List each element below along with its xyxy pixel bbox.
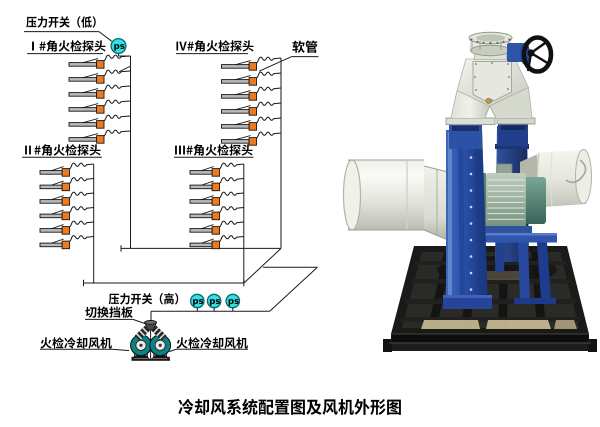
label-pressure-switch-low: 压力开关（低）	[26, 16, 106, 30]
label-switch-damper: 切换挡板	[85, 306, 133, 320]
label-probe-group-1: Ⅰ#角火检探头	[27, 40, 103, 54]
fan-inlet-boxes	[445, 117, 536, 149]
label-probe-group-4: Ⅳ#角火检探头	[175, 40, 254, 54]
cooling-fans-symbol	[130, 320, 172, 361]
probe-group-2	[39, 162, 95, 250]
pressure-sensor-label-4: ps	[228, 296, 239, 306]
label-leader-lines	[22, 31, 319, 353]
probe-group-3	[189, 162, 245, 250]
label-pressure-switch-high: 压力开关（高）	[109, 292, 189, 306]
probe-group-1	[68, 54, 131, 144]
label-probe-group-2: Ⅱ#角火检探头	[22, 144, 102, 158]
pressure-sensor-low	[110, 37, 127, 55]
wye-inlet-splitter	[450, 31, 554, 119]
pressure-sensor-high-3	[225, 293, 241, 309]
fan-casing-front	[443, 130, 492, 309]
pressure-sensor-label-1: ps	[114, 41, 125, 51]
valve-handwheel	[507, 35, 554, 74]
pressure-sensor-label-2: ps	[192, 296, 203, 306]
pressure-sensor-high-2	[206, 293, 222, 309]
probe-group-4	[221, 56, 282, 146]
label-probe-group-3: Ⅲ#角火检探头	[174, 144, 254, 158]
label-flame-cooling-fan-left: 火检冷却风机	[40, 337, 112, 351]
pressure-sensor-label-3: ps	[209, 296, 220, 306]
motor-support-frame	[479, 233, 557, 304]
schematic-diagram	[22, 31, 319, 361]
label-hose: 软管	[292, 41, 319, 55]
photo-fan-unit	[342, 31, 597, 352]
outlet-duct-left	[342, 159, 449, 241]
pressure-sensor-high-1	[189, 293, 205, 309]
figure-caption: 冷却风系统配置图及风机外形图	[178, 398, 398, 418]
label-flame-cooling-fan-right: 火检冷却风机	[176, 337, 248, 351]
